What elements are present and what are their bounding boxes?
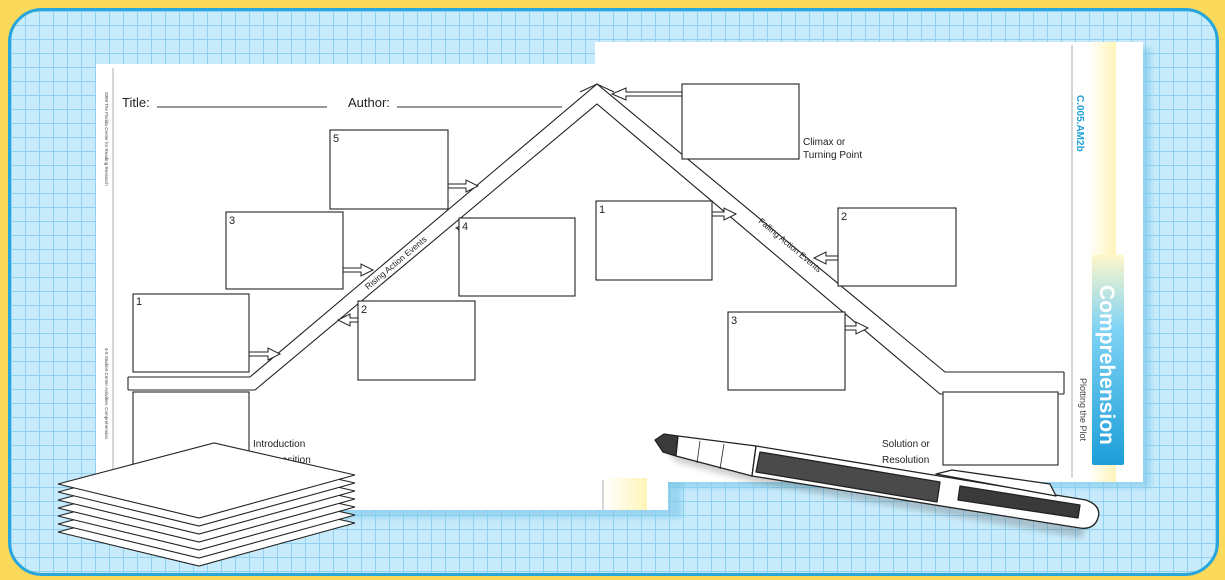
rising-number-4: 4	[462, 221, 468, 233]
rising-number-3: 3	[229, 215, 235, 227]
climax-box[interactable]	[681, 83, 800, 160]
solution-label-line1: Solution or	[882, 439, 930, 450]
comprehension-tab	[1092, 255, 1124, 465]
rising-event-box-2[interactable]	[357, 300, 476, 381]
intro-label-line1: Introduction	[253, 439, 305, 450]
rising-number-5: 5	[333, 133, 339, 145]
rising-event-box-4[interactable]	[458, 217, 576, 297]
solution-label-line2: Resolution	[882, 455, 929, 466]
falling-number-2: 2	[841, 211, 847, 223]
falling-number-3: 3	[731, 315, 737, 327]
climax-label-line2: Turning Point	[803, 150, 862, 161]
author-label: Author:	[348, 95, 390, 110]
rising-event-box-1[interactable]	[132, 293, 250, 373]
falling-event-box-2[interactable]	[837, 207, 957, 287]
footer-note: 4-5 Student Center Activities: Comprehen…	[104, 348, 109, 440]
paper-stack-icon	[57, 442, 356, 567]
marker-pen-icon	[654, 433, 1100, 538]
rising-number-2: 2	[361, 304, 367, 316]
title-label: Title:	[122, 95, 150, 110]
activity-name: Plotting the Plot	[1078, 378, 1088, 442]
solution-box[interactable]	[942, 391, 1059, 466]
rising-number-1: 1	[136, 296, 142, 308]
falling-number-1: 1	[599, 204, 605, 216]
activity-code: C.005.AM2b	[1074, 95, 1085, 152]
falling-event-box-3[interactable]	[727, 311, 846, 391]
copyright-note: 2009 The Florida Center for Reading Rese…	[104, 92, 109, 186]
climax-label-line1: Climax or	[803, 137, 846, 148]
rising-event-box-5[interactable]	[329, 129, 449, 210]
falling-event-box-1[interactable]	[595, 200, 713, 281]
rising-event-box-3[interactable]	[225, 211, 344, 290]
tab-label: Comprehension	[1095, 285, 1118, 445]
